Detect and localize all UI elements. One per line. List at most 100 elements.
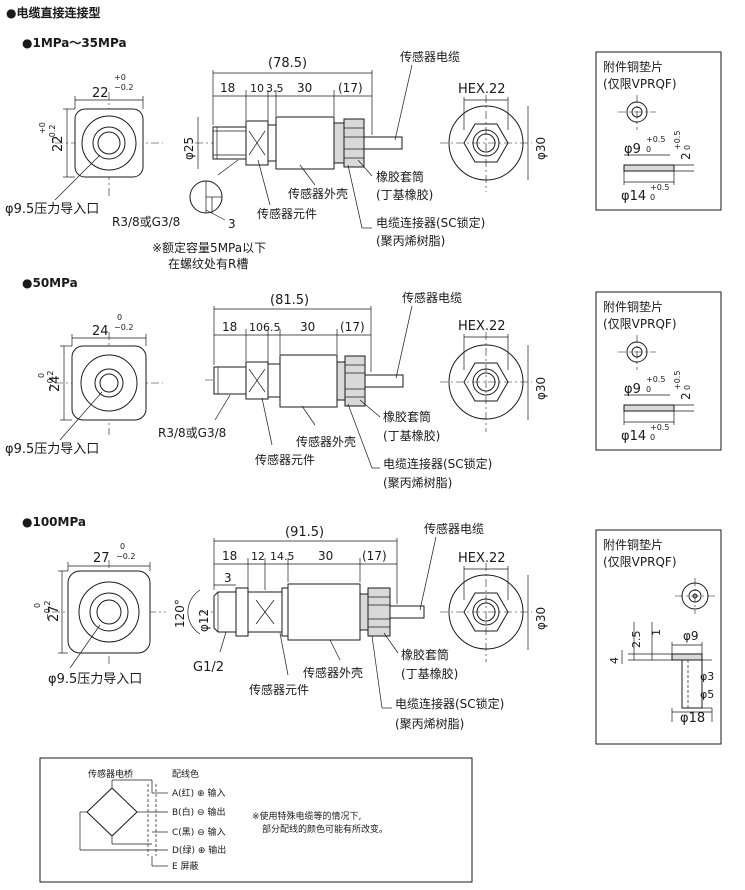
- cable-label: 传感器电缆: [402, 290, 462, 305]
- gasket-inner-tol: +0.5: [646, 135, 665, 144]
- gasket-thickness: 2: [679, 152, 693, 160]
- gasket-subtitle: (仅限VPRQF): [603, 317, 677, 331]
- gasket-title: 附件铜垫片: [603, 537, 663, 552]
- thread-label: G1/2: [193, 660, 224, 675]
- gasket-dim-1: 1: [650, 629, 663, 636]
- hex-view: HEX.22 φ30: [440, 82, 548, 192]
- hex-view: HEX.22 φ30: [440, 319, 548, 432]
- gasket-thickness-tol-zero: 0: [683, 385, 692, 390]
- section-100mpa: ●100MPa 27 0 −0.2 27 0 −0.2 φ9.5压力导入口: [22, 515, 722, 745]
- gasket-dim-phi5: φ5: [700, 688, 714, 701]
- shell-label: 传感器外壳: [303, 665, 363, 680]
- gasket-outer-dia: φ14: [621, 429, 646, 444]
- element-label: 传感器元件: [255, 452, 315, 467]
- side-view: (78.5) 18 10 3.5 30 (17) φ25 3 R3/8或G3/8: [112, 49, 485, 271]
- shell-label: 传感器外壳: [288, 186, 348, 201]
- groove-dim: 3: [228, 217, 236, 231]
- shell-label: 传感器外壳: [296, 434, 356, 449]
- thread-label: R3/8或G3/8: [158, 426, 226, 440]
- front-width-tol-upper: 0: [117, 313, 122, 322]
- front-view: 22 +0 −0.2 22 +0 −0.2 φ9.5压力导入口: [5, 73, 163, 217]
- front-width-tol-upper: 0: [120, 542, 125, 551]
- dim-element-length: 10: [250, 82, 264, 95]
- front-view: 24 0 −0.2 24 0 −0.2 φ9.5压力导入口: [5, 313, 163, 457]
- side-diameter-dim: φ30: [534, 137, 548, 160]
- hex-label: HEX.22: [458, 551, 506, 566]
- gasket-dim-phi3: φ3: [700, 670, 714, 683]
- overall-length-dim: (91.5): [285, 525, 324, 540]
- gasket-box: 附件铜垫片 (仅限VPRQF) φ9 +0.5 0 2 +0.5 0 φ14 +…: [595, 51, 722, 211]
- gasket-outer-dia: φ18: [680, 711, 705, 726]
- wire-c: C(黑) ⊖ 输入: [172, 826, 226, 838]
- front-width-tol-upper: +0: [114, 73, 126, 82]
- dim-thread-length: 18: [220, 81, 235, 95]
- wire-b: B(白) ⊖ 输出: [172, 806, 225, 818]
- hex-label: HEX.22: [458, 82, 506, 97]
- gasket-dim-4: 4: [608, 657, 621, 664]
- front-height-tol-lower: −0.2: [43, 601, 52, 620]
- hex-label: HEX.22: [458, 319, 506, 334]
- element-label: 传感器元件: [249, 682, 309, 697]
- gasket-outer-tol-zero: 0: [650, 193, 655, 202]
- dim-body-length: 30: [318, 549, 333, 563]
- side-diameter-dim: φ30: [534, 607, 548, 630]
- front-width-dim: 22: [92, 86, 109, 101]
- gasket-box: 附件铜垫片 (仅限VPRQF) φ9 2.5 1 4 φ3: [595, 529, 722, 745]
- dim-thread-length: 18: [222, 549, 237, 563]
- angle-dim: 120°: [173, 599, 187, 628]
- front-width-tol-lower: −0.2: [116, 552, 135, 561]
- gasket-inner-dia: φ9: [624, 382, 641, 397]
- gasket-outer-tol: +0.5: [650, 423, 669, 432]
- sleeve-material: (丁基橡胶): [376, 187, 433, 202]
- wire-a: A(红) ⊕ 输入: [172, 787, 225, 799]
- front-height-tol-upper: 0: [37, 373, 46, 378]
- dim-neck-length: 14.5: [270, 550, 295, 563]
- page-title: ●电缆直接连接型: [6, 5, 100, 20]
- gasket-outer-tol: +0.5: [650, 183, 669, 192]
- gasket-subtitle: (仅限VPRQF): [603, 77, 677, 91]
- front-height-tol-upper: +0: [38, 122, 47, 134]
- bridge-label: 传感器电桥: [88, 768, 133, 780]
- body-diameter-dim: φ25: [182, 137, 196, 160]
- front-view: 27 0 −0.2 27 0 −0.2 φ9.5压力导入口: [33, 542, 166, 687]
- connector-label: 电缆连接器(SC锁定): [376, 215, 485, 230]
- front-width-dim: 27: [93, 551, 110, 566]
- wire-e: E 屏蔽: [172, 860, 199, 872]
- connector-material: (聚丙烯树脂): [376, 233, 445, 248]
- connector-label: 电缆连接器(SC锁定): [395, 696, 504, 711]
- gasket-title: 附件铜垫片: [603, 299, 663, 314]
- dim-body-length: 30: [300, 320, 315, 334]
- front-width-tol-lower: −0.2: [114, 83, 133, 92]
- cable-label: 传感器电缆: [400, 49, 460, 64]
- inlet-label: φ9.5压力导入口: [48, 672, 142, 687]
- dim-thread-length: 18: [222, 320, 237, 334]
- overall-length-dim: (78.5): [268, 56, 307, 71]
- gasket-inner-tol-zero: 0: [646, 385, 651, 394]
- wire-d: D(绿) ⊕ 输出: [172, 844, 226, 856]
- sleeve-label: 橡胶套筒: [401, 647, 449, 662]
- connector-material: (聚丙烯树脂): [383, 475, 452, 490]
- gasket-title: 附件铜垫片: [603, 59, 663, 74]
- connector-material: (聚丙烯树脂): [395, 716, 464, 731]
- inlet-label: φ9.5压力导入口: [5, 442, 99, 457]
- section-title: ●50MPa: [22, 276, 78, 290]
- gasket-inner-dia: φ9: [683, 629, 699, 643]
- sleeve-material: (丁基橡胶): [383, 428, 440, 443]
- front-height-tol-lower: −0.2: [48, 125, 57, 144]
- gasket-inner-dia: φ9: [624, 142, 641, 157]
- connector-label: 电缆连接器(SC锁定): [383, 456, 492, 471]
- dim-connector-length: (17): [338, 81, 363, 95]
- section-title: ●100MPa: [22, 515, 86, 529]
- sleeve-material: (丁基橡胶): [401, 666, 458, 681]
- section-title: ●1MPa～35MPa: [22, 36, 127, 50]
- dim-connector-length: (17): [340, 320, 365, 334]
- gasket-subtitle: (仅限VPRQF): [603, 555, 677, 569]
- gasket-thickness-tol-zero: 0: [683, 145, 692, 150]
- dim-body-length: 30: [297, 81, 312, 95]
- sub-dim: 3: [224, 571, 232, 585]
- front-width-tol-lower: −0.2: [114, 323, 133, 332]
- section-1mpa-35mpa: ●1MPa～35MPa 22 +0 −0.2 22 +0 −0.2 φ9.5压力…: [5, 36, 722, 271]
- wiring-note-line2: 部分配线的颜色可能有所改变。: [262, 823, 388, 835]
- cable-label: 传感器电缆: [424, 521, 484, 536]
- front-height-tol-upper: 0: [33, 603, 42, 608]
